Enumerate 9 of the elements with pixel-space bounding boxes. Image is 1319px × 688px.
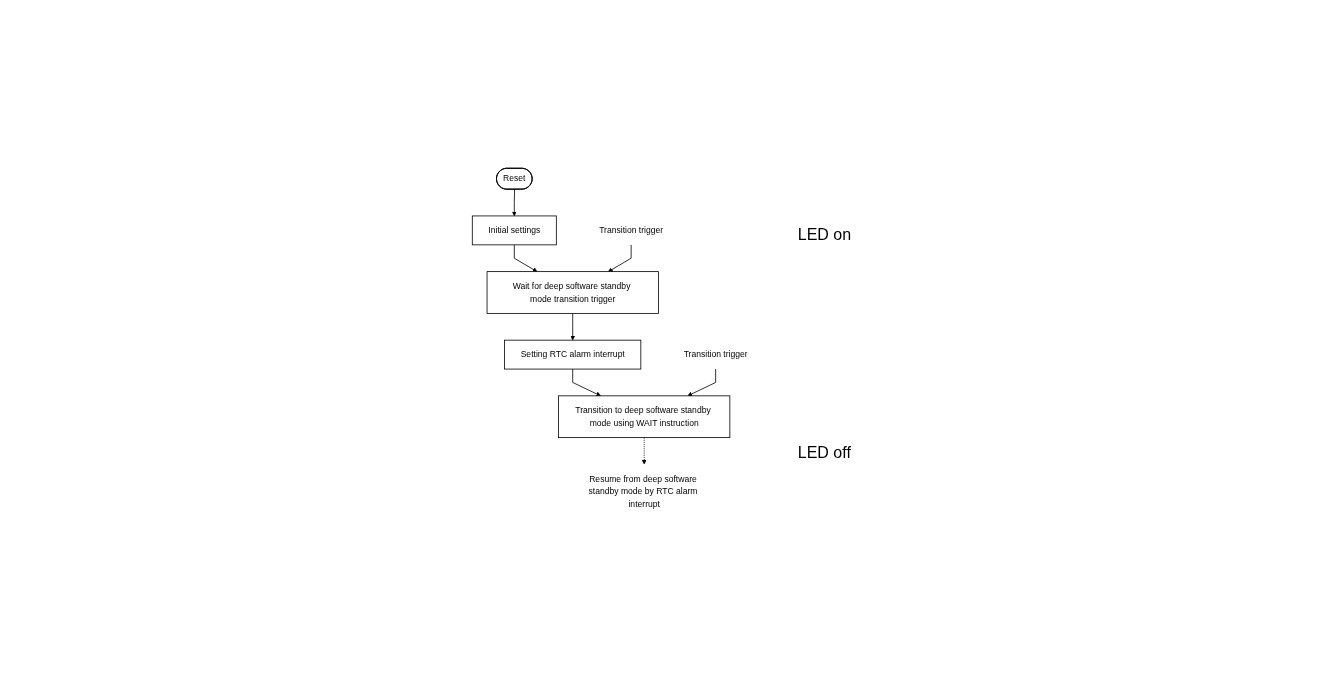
node-text: Transition trigger bbox=[683, 350, 748, 360]
bracket-label: LED on bbox=[797, 226, 852, 244]
node-box: Setting RTC alarm interrupt bbox=[504, 340, 642, 370]
node-box: Transition to deep software standby mode using WAIT instruction bbox=[557, 395, 731, 439]
node-box: Wait for deep software standby mode transition trigger bbox=[486, 271, 659, 315]
node-box: Initial settings bbox=[471, 215, 557, 246]
node-text: Transition trigger bbox=[598, 225, 663, 236]
node-text: Resume from deep software standby mode by RTC alarm interrupt bbox=[588, 474, 698, 510]
bracket-label: LED off bbox=[797, 444, 852, 462]
